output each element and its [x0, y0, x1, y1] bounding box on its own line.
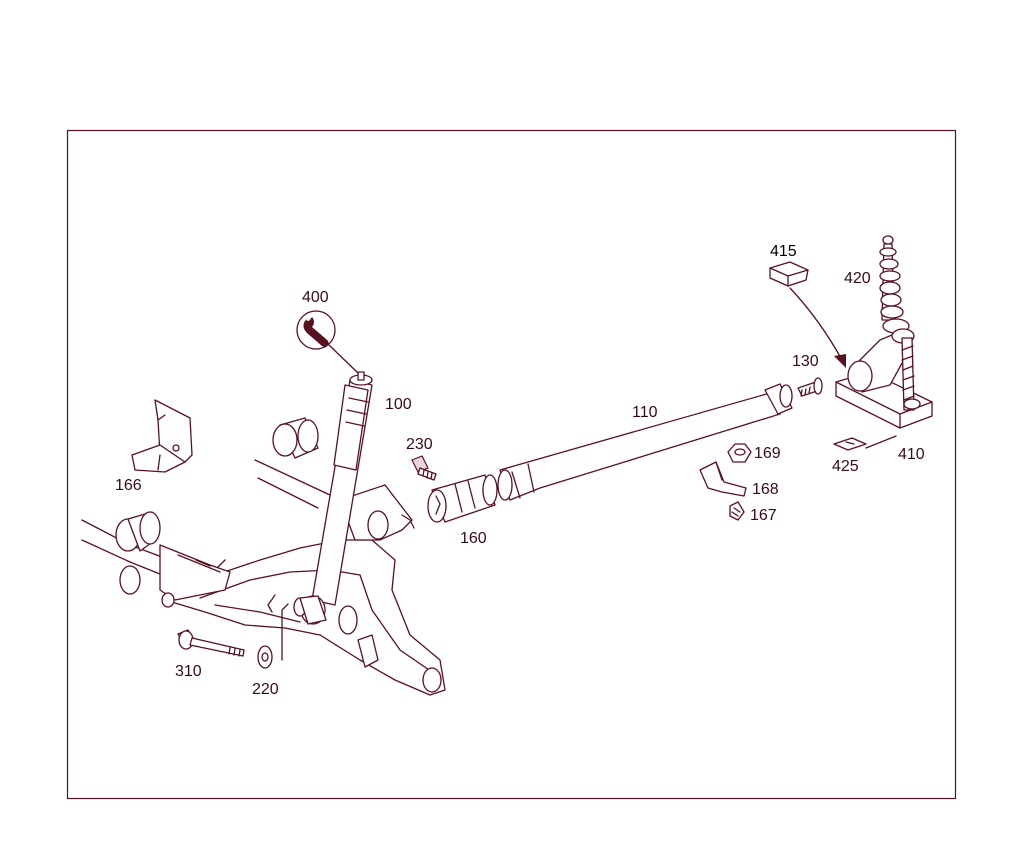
shock-absorber-100 [293, 371, 373, 625]
assembly-arrow [789, 287, 843, 361]
bushing-160 [427, 474, 498, 523]
clip-168 [699, 461, 747, 497]
bolt-310 [177, 629, 245, 657]
nut-169 [727, 443, 752, 463]
diagram-frame [66, 129, 957, 800]
label-166: 166 [115, 477, 142, 494]
washer-220 [257, 645, 273, 669]
label-400: 400 [302, 289, 329, 306]
label-410: 410 [898, 446, 925, 463]
label-310: 310 [175, 663, 202, 680]
label-167: 167 [750, 507, 777, 524]
label-169: 169 [754, 445, 781, 462]
label-110: 110 [632, 404, 658, 421]
leader-lines [281, 435, 897, 661]
bracket-166 [131, 399, 193, 473]
label-100: 100 [385, 396, 412, 413]
label-420: 420 [844, 270, 871, 287]
rear-axle-assembly [81, 417, 446, 696]
label-230: 230 [406, 436, 433, 453]
fastener-167 [729, 501, 745, 521]
label-168: 168 [752, 481, 779, 498]
label-415: 415 [770, 243, 797, 260]
wrench-icon [296, 310, 359, 374]
plate-425 [833, 437, 867, 451]
label-425: 425 [832, 458, 859, 475]
pad-415 [769, 261, 809, 287]
boot-420 [879, 235, 910, 334]
bolt-230 [411, 455, 437, 481]
label-130: 130 [792, 353, 819, 370]
label-160: 160 [460, 530, 487, 547]
screw-130 [797, 377, 823, 397]
bracket-410 [835, 328, 933, 429]
label-220: 220 [252, 681, 279, 698]
arrow-head [834, 354, 846, 368]
torsion-bar-110 [497, 383, 793, 501]
